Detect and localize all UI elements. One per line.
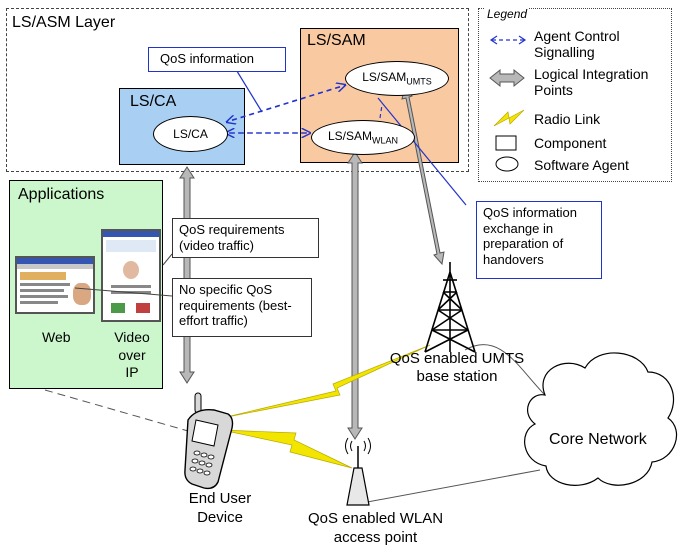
legend-box <box>478 8 672 182</box>
wlan-access-point-icon <box>345 437 371 506</box>
lssam-wlan-agent: LS/SAMWLAN <box>311 120 415 155</box>
legend-integration-icon <box>489 68 525 88</box>
end-user-device-label: End User Device <box>188 490 252 526</box>
qos-information-callout <box>148 47 286 72</box>
umts-base-station-label: QoS enabled UMTS base station <box>389 350 525 385</box>
ls-asm-layer-box <box>6 8 469 172</box>
integration-arrows <box>179 85 445 440</box>
lssam-umts-agent: LS/SAMUMTS <box>345 61 449 96</box>
web-screenshot <box>15 256 95 314</box>
legend-title: Legend <box>485 7 530 22</box>
video-label: Video over IP <box>114 329 150 380</box>
wlan-access-point-label: QoS enabled WLAN access point <box>307 510 444 546</box>
radio-links <box>221 344 431 469</box>
core-network-label: Core Network <box>549 431 647 448</box>
legend-component-icon <box>495 135 517 151</box>
end-user-device-icon <box>184 392 234 490</box>
legend-item-component: Component <box>534 135 607 151</box>
legend-item-agent: Software Agent <box>534 157 629 173</box>
qos-information-label: QoS information <box>160 51 254 66</box>
legend-icons <box>489 35 527 172</box>
lssam-title: LS/SAM <box>307 32 366 49</box>
umts-tower-icon <box>424 262 476 353</box>
note-no-requirements: No specific QoS requirements (best-effor… <box>172 278 312 337</box>
applications-title: Applications <box>18 186 105 203</box>
legend-item-radio: Radio Link <box>534 111 601 127</box>
agent-signalling <box>226 62 467 206</box>
legend-item-integration: Logical Integration Points <box>534 66 649 99</box>
ls-asm-layer-title: LS/ASM Layer <box>12 14 116 31</box>
lssam-wlan-label: LS/SAMWLAN <box>327 129 399 146</box>
legend-radio-icon <box>493 109 525 127</box>
note-video-requirements: QoS requirements (video traffic) <box>172 218 319 258</box>
note-connectors <box>74 253 173 297</box>
legend-signalling-icon <box>489 35 527 45</box>
lsca-title: LS/CA <box>130 93 177 110</box>
note-handover: QoS information exchange in preparation … <box>476 201 602 279</box>
legend-agent-icon <box>495 156 519 172</box>
lsca-agent: LS/CA <box>153 116 228 152</box>
legend-item-signalling: Agent Control Signalling <box>534 28 620 61</box>
core-network-cloud <box>524 352 678 486</box>
lsca-agent-label: LS/CA <box>173 127 208 141</box>
network-links <box>44 344 546 504</box>
web-label: Web <box>42 329 71 345</box>
lssam-umts-label: LS/SAMUMTS <box>362 70 432 87</box>
